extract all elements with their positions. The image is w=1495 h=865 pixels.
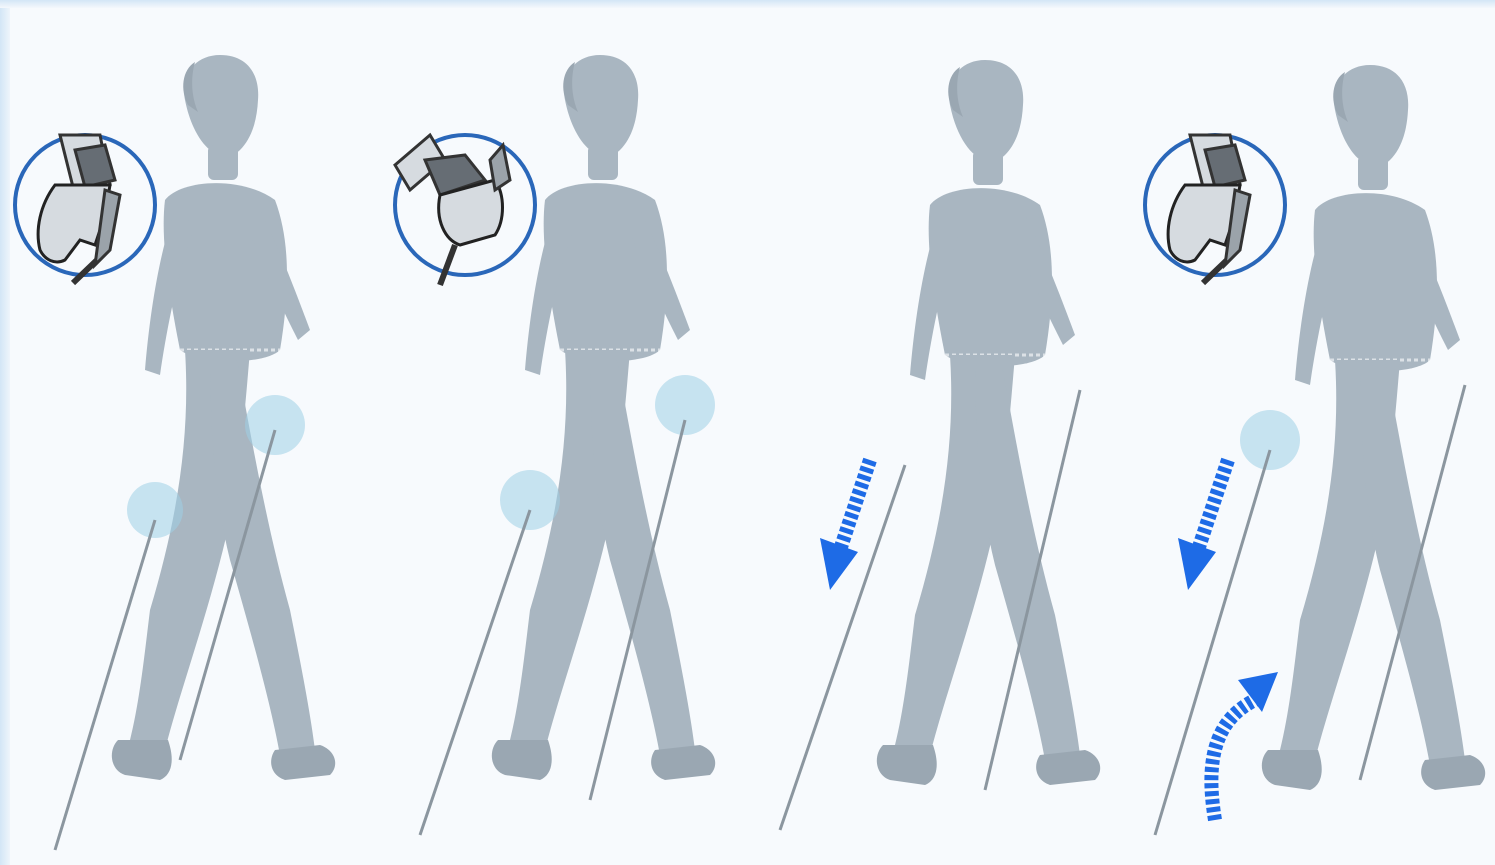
down-arrow-icon [1178,460,1228,590]
panel-1 [15,55,335,850]
hand-strap-icon [15,135,155,283]
hand-highlight [127,482,183,538]
panel-4 [1145,65,1485,835]
panel-3 [780,60,1100,830]
down-arrow-icon [820,460,870,590]
hand-highlight [500,470,560,530]
hand-highlight [1240,410,1300,470]
hand-highlight [245,395,305,455]
grip-strap-icon [395,135,535,285]
curved-up-arrow-icon [1211,672,1278,820]
panel-2 [395,55,715,835]
walking-figure [877,60,1100,785]
pole [420,510,530,835]
pole [55,520,155,850]
hand-strap-icon [1145,135,1285,283]
